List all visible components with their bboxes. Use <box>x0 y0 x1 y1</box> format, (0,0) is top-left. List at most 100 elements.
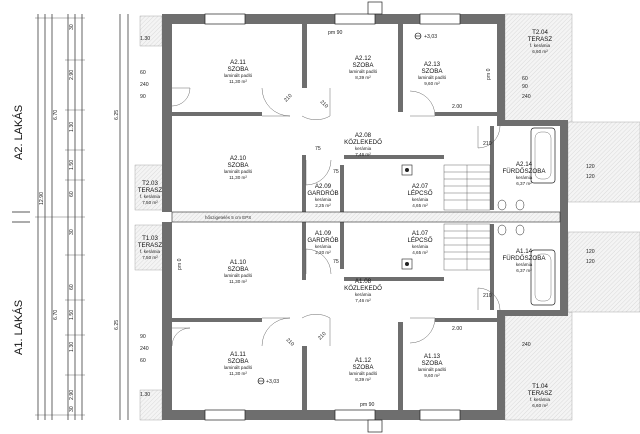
bathtub-lower <box>530 249 556 306</box>
svg-text:90: 90 <box>140 334 146 340</box>
room-floor: kerámia <box>516 262 533 267</box>
door-swings <box>171 87 501 347</box>
svg-text:30: 30 <box>69 229 75 235</box>
svg-text:120: 120 <box>586 249 595 255</box>
svg-text:60: 60 <box>69 191 75 197</box>
room-floor: laminált padló <box>224 169 253 174</box>
svg-text:60: 60 <box>140 358 146 364</box>
room-area: 2,25 m² <box>315 203 331 208</box>
svg-text:210: 210 <box>483 141 492 147</box>
room-code: T1.04 <box>532 383 548 390</box>
svg-text:30: 30 <box>69 406 75 412</box>
bath-side-hatch-lower <box>567 231 640 313</box>
room-floor: f. kerámia <box>530 43 551 48</box>
room-code: T2.04 <box>532 29 548 36</box>
room-area: 9,60 m² <box>424 373 440 378</box>
svg-text:90: 90 <box>522 84 528 90</box>
svg-text:120: 120 <box>586 174 595 180</box>
room-name: SZOBA <box>228 266 250 273</box>
svg-text:210: 210 <box>285 337 295 347</box>
svg-text:pm 0: pm 0 <box>177 258 183 270</box>
room-floor: laminált padló <box>224 73 253 78</box>
room-name: GARDRÓB <box>307 237 338 244</box>
lower-apartment-label: A1. LAKÁS <box>12 300 25 355</box>
room-name: SZOBA <box>228 358 250 365</box>
room-floor: f. kerámia <box>140 194 161 199</box>
washbasin-upper <box>515 199 525 211</box>
room-name: KÖZLEKEDŐ <box>344 285 382 292</box>
room-name: TERASZ <box>528 390 553 397</box>
svg-text:pm 90: pm 90 <box>328 30 343 36</box>
terrace-hatch-t103 <box>134 224 164 271</box>
svg-text:6.25: 6.25 <box>114 320 120 330</box>
room-code: A2.07 <box>412 183 429 190</box>
toilet-lower <box>497 224 507 236</box>
svg-text:210: 210 <box>319 99 329 109</box>
room-area: 8,39 m² <box>355 377 371 382</box>
svg-text:75: 75 <box>315 146 321 152</box>
room-code: A2.12 <box>355 55 372 62</box>
room-area: 11,30 m² <box>229 175 247 180</box>
svg-text:1.30: 1.30 <box>69 122 75 132</box>
svg-text:6.25: 6.25 <box>114 110 120 120</box>
room-floor: f. kerámia <box>530 397 551 402</box>
room-code: A2.14 <box>516 161 533 168</box>
toilet-upper <box>497 199 507 211</box>
room-name: GARDRÓB <box>307 190 338 197</box>
svg-text:240: 240 <box>522 94 531 100</box>
room-area: 7,46 m² <box>355 298 371 303</box>
svg-text:1.50: 1.50 <box>69 310 75 320</box>
room-code: A1.10 <box>230 259 247 266</box>
room-code: T2.03 <box>142 180 158 187</box>
room-area: 6,37 m² <box>516 268 532 273</box>
room-code: A1.13 <box>424 353 441 360</box>
room-name: KÖZLEKEDŐ <box>344 139 382 146</box>
svg-text:75: 75 <box>333 169 339 175</box>
level-marker-top: +3,03 <box>414 32 437 40</box>
room-code: A1.11 <box>230 351 246 358</box>
room-name: SZOBA <box>353 62 375 69</box>
svg-text:240: 240 <box>140 82 149 88</box>
room-name: TERASZ <box>528 36 553 43</box>
svg-text:240: 240 <box>140 346 149 352</box>
room-area: 4,65 m² <box>412 203 428 208</box>
party-wall <box>171 211 561 223</box>
room-area: 2,20 m² <box>315 250 331 255</box>
washbasin-lower <box>515 224 525 236</box>
room-code: T1.03 <box>142 235 158 242</box>
svg-text:6.70: 6.70 <box>53 110 59 120</box>
room-code: A2.09 <box>315 183 332 190</box>
lower-stair <box>443 223 491 271</box>
svg-text:120: 120 <box>586 259 595 265</box>
room-area: 4,65 m² <box>412 250 428 255</box>
svg-text:pm 0: pm 0 <box>486 68 492 80</box>
apartment-separator-ticks <box>12 211 30 223</box>
room-code: A2.08 <box>355 132 372 139</box>
room-name: TERASZ <box>138 187 163 194</box>
svg-text:1.30: 1.30 <box>140 36 150 42</box>
room-area: 6,60 m² <box>532 403 548 408</box>
svg-text:120: 120 <box>586 164 595 170</box>
svg-text:90: 90 <box>140 94 146 100</box>
windows <box>204 1 461 433</box>
bath-side-hatch-upper <box>567 121 640 203</box>
room-floor: kerámia <box>412 244 429 249</box>
room-code: A1.07 <box>412 230 429 237</box>
room-area: 11,30 m² <box>229 371 247 376</box>
upper-apartment-label: A2. LAKÁS <box>12 105 25 160</box>
terrace-hatch-t203 <box>134 164 164 211</box>
room-name: SZOBA <box>353 364 375 371</box>
room-floor: kerámia <box>315 197 332 202</box>
room-area: 7,46 m² <box>355 152 371 157</box>
